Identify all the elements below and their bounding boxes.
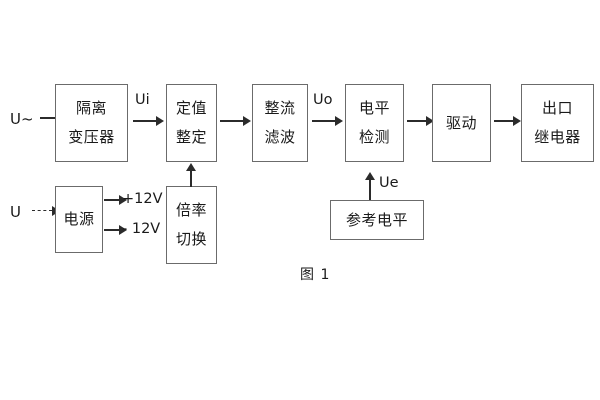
block-output-relay-line1: 出口 <box>541 99 573 117</box>
input-label-ac: U~ <box>10 110 34 128</box>
block-isolation-transformer-line2: 变压器 <box>68 128 115 146</box>
signal-label-ue: Ue <box>379 175 399 191</box>
arrow-level-detect-to-drive <box>407 116 435 126</box>
block-output-relay[interactable]: 出口 继电器 <box>521 84 594 162</box>
rail-label-positive: +12V <box>122 191 163 207</box>
block-reference-level-line1: 参考电平 <box>345 210 408 229</box>
block-level-detect-line1: 电平 <box>358 99 390 117</box>
arrow-multiplier-to-setting <box>186 163 196 187</box>
block-rectify-filter-line2: 滤波 <box>264 128 296 146</box>
rail-label-negative: - 12V <box>122 221 161 237</box>
signal-label-uo: Uo <box>313 92 333 108</box>
block-rectify-filter-line1: 整流 <box>264 99 296 117</box>
block-drive[interactable]: 驱动 <box>432 84 491 162</box>
arrow-rail-positive <box>104 195 128 205</box>
block-drive-line1: 驱动 <box>445 113 477 132</box>
block-rectify-filter[interactable]: 整流 滤波 <box>252 84 308 162</box>
block-power-supply[interactable]: 电源 <box>55 186 103 253</box>
arrow-rail-negative <box>104 225 128 235</box>
block-power-supply-line1: 电源 <box>63 210 95 228</box>
arrow-setting-to-rectify <box>220 116 252 126</box>
input-label-dc: U <box>10 203 21 221</box>
signal-label-ui: Ui <box>135 92 150 108</box>
arrow-isolation-to-setting <box>133 116 165 126</box>
figure-caption: 图 1 <box>300 267 331 283</box>
block-output-relay-line2: 继电器 <box>534 128 581 146</box>
block-setting-value-line1: 定值 <box>175 99 207 117</box>
block-setting-value-line2: 整定 <box>175 128 207 146</box>
block-reference-level[interactable]: 参考电平 <box>330 200 424 240</box>
arrow-reference-to-level-detect <box>365 172 375 200</box>
arrow-rectify-to-level-detect <box>312 116 344 126</box>
block-level-detect-line2: 检测 <box>358 128 390 146</box>
block-multiplier-switch-line1: 倍率 <box>175 201 207 219</box>
block-multiplier-switch[interactable]: 倍率 切换 <box>166 186 217 264</box>
block-isolation-transformer[interactable]: 隔离 变压器 <box>55 84 128 162</box>
block-level-detect[interactable]: 电平 检测 <box>345 84 404 162</box>
block-isolation-transformer-line1: 隔离 <box>75 99 107 117</box>
arrow-drive-to-output-relay <box>494 116 522 126</box>
block-setting-value[interactable]: 定值 整定 <box>166 84 217 162</box>
block-multiplier-switch-line2: 切换 <box>175 230 207 248</box>
